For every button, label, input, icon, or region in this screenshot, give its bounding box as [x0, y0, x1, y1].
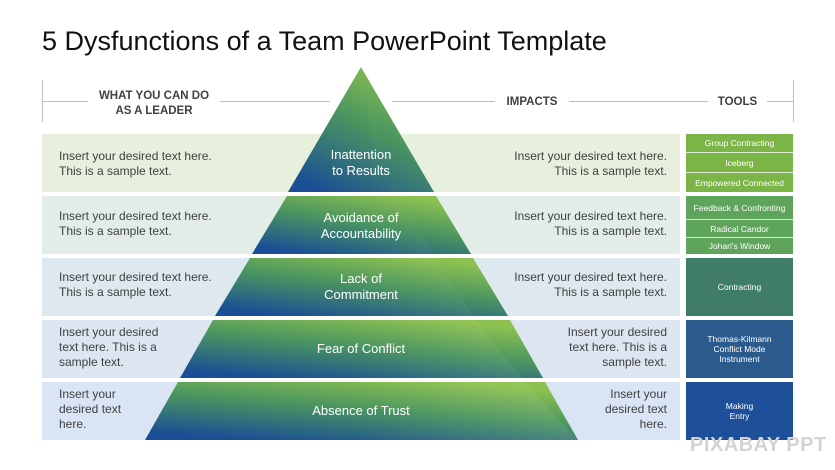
header-tools: TOOLS: [717, 96, 758, 108]
impact-text-line: desired text: [604, 402, 667, 416]
leader-text-line: This is a sample text.: [59, 285, 172, 299]
leader-text-line: here.: [59, 417, 87, 431]
header-rule-3: [392, 101, 495, 102]
pyramid-label-level3: Lack of Commitment: [291, 271, 431, 303]
header-rule-2: [220, 101, 330, 102]
leader-text-level5: Insert your desired text here.: [59, 387, 121, 432]
header-impacts: IMPACTS: [506, 96, 558, 108]
pyramid-label-level1: Inattention to Results: [301, 147, 421, 179]
impact-text-line: Insert your: [610, 387, 667, 401]
header-right-bracket: [793, 80, 794, 122]
header-rule-5: [767, 101, 793, 102]
tool-joharis-window: Johari's Window: [686, 237, 793, 254]
pyramid-label-line: Avoidance of: [323, 210, 399, 225]
header-rule-4: [569, 101, 708, 102]
pyramid-label-line: Lack of: [340, 271, 382, 286]
pyramid-shine: [361, 67, 578, 440]
impact-text-line: This is a sample text.: [554, 164, 667, 178]
leader-text-level2: Insert your desired text here. This is a…: [59, 209, 212, 239]
tool-making-entry: Making Entry: [686, 382, 793, 440]
header-rule-1: [42, 101, 88, 102]
impact-text-line: sample text.: [602, 355, 667, 369]
leader-text-line: Insert your desired: [59, 325, 159, 339]
leader-text-line: Insert your desired text here.: [59, 270, 212, 284]
impact-text-line: Insert your desired text here.: [514, 209, 667, 223]
leader-text-line: text here. This is a: [59, 340, 157, 354]
header-leader-line2: AS A LEADER: [115, 105, 193, 117]
header-leader-line1: WHAT YOU CAN DO: [98, 90, 210, 102]
impact-text-line: This is a sample text.: [554, 285, 667, 299]
impact-text-level4: Insert your desired text here. This is a…: [568, 325, 667, 370]
impact-text-line: Insert your desired: [567, 325, 667, 339]
slide-title: 5 Dysfunctions of a Team PowerPoint Temp…: [42, 26, 607, 56]
impact-text-line: Insert your desired text here.: [514, 270, 667, 284]
impact-text-level2: Insert your desired text here. This is a…: [514, 209, 667, 239]
leader-text-line: This is a sample text.: [59, 164, 172, 178]
tool-thomas-kilmann: Thomas-Kilmann Conflict Mode Instrument: [686, 320, 793, 378]
impact-text-line: Insert your desired text here.: [514, 149, 667, 163]
impact-text-level5: Insert your desired text here.: [605, 387, 667, 432]
pyramid-label-line: Inattention: [330, 147, 392, 162]
leader-text-line: Insert your: [59, 387, 116, 401]
impact-text-line: This is a sample text.: [554, 224, 667, 238]
leader-text-line: This is a sample text.: [59, 224, 172, 238]
impact-text-line: text here. This is a: [569, 340, 667, 354]
pyramid-label-level5: Absence of Trust: [312, 403, 410, 418]
pyramid-label-line: to Results: [332, 163, 390, 178]
tool-contracting: Contracting: [686, 258, 793, 316]
tool-iceberg: Iceberg: [686, 152, 793, 172]
impact-text-level1: Insert your desired text here. This is a…: [514, 149, 667, 179]
impact-text-line: here.: [639, 417, 667, 431]
tool-feedback-confronting: Feedback & Confronting: [686, 196, 793, 219]
leader-text-line: Insert your desired text here.: [59, 209, 212, 223]
pyramid-label-level4: Fear of Conflict: [316, 341, 406, 356]
leader-text-level1: Insert your desired text here. This is a…: [59, 149, 212, 179]
leader-text-level4: Insert your desired text here. This is a…: [59, 325, 158, 370]
tool-group-contracting: Group Contracting: [686, 134, 793, 152]
tool-radical-candor: Radical Candor: [686, 219, 793, 237]
leader-text-line: desired text: [59, 402, 122, 416]
pyramid-label-level2: Avoidance of Accountability: [291, 210, 431, 242]
pyramid-label-line: Accountability: [320, 226, 402, 241]
pyramid-label-line: Commitment: [324, 287, 398, 302]
leader-text-line: Insert your desired text here.: [59, 149, 212, 163]
leader-text-level3: Insert your desired text here. This is a…: [59, 270, 212, 300]
tool-empowered-connected: Empowered Connected: [686, 172, 793, 192]
header-leader: WHAT YOU CAN DO AS A LEADER: [88, 89, 220, 119]
impact-text-level3: Insert your desired text here. This is a…: [514, 270, 667, 300]
leader-text-line: sample text.: [59, 355, 124, 369]
watermark: PIXABAY PPT: [690, 434, 827, 456]
